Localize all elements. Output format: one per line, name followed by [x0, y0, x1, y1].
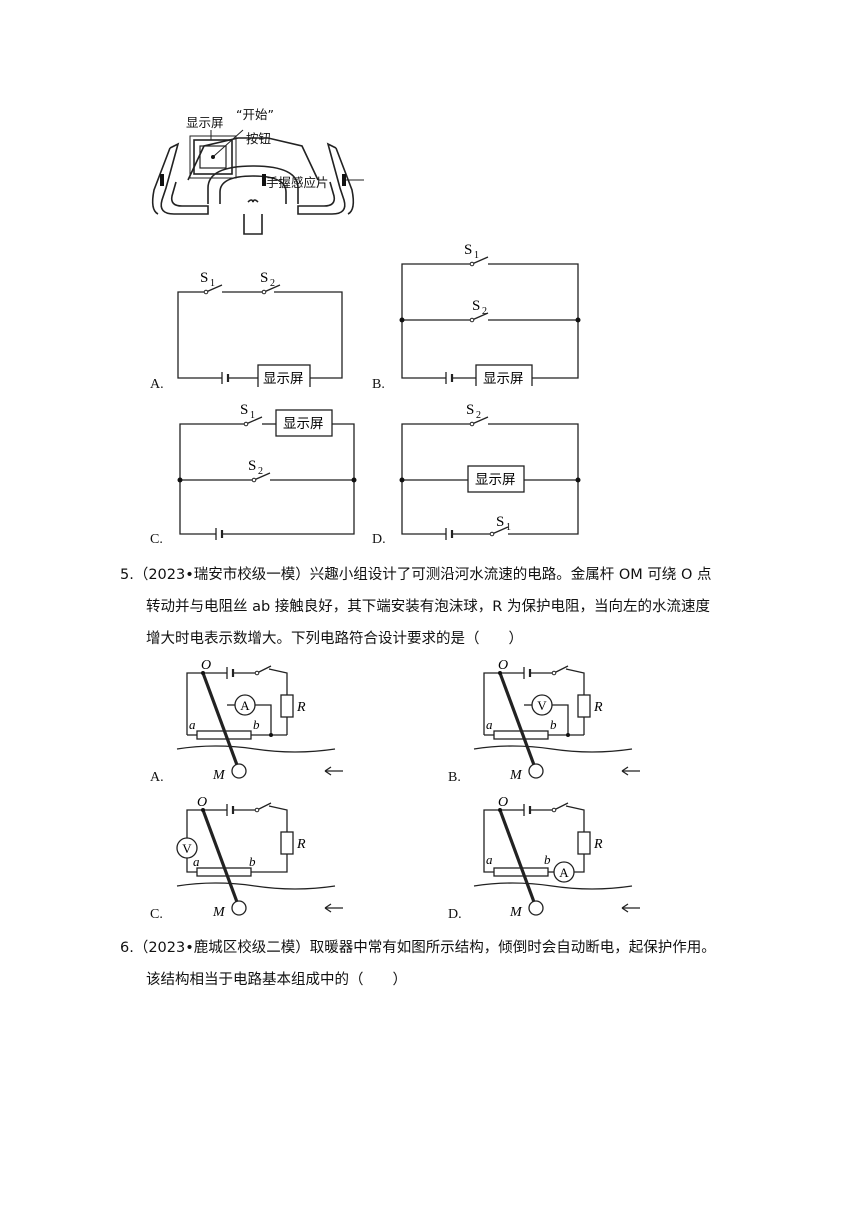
q5c-label-a: a [193, 854, 200, 869]
q5d-label-m: M [509, 905, 523, 920]
q5c-label-m: M [212, 905, 226, 920]
q4-option-a-circuit: S 1 S 2 显示屏 [170, 262, 350, 387]
grip-sensor-label: 手握感应片 [266, 175, 329, 190]
q5a-label-a: a [189, 717, 196, 732]
q5c-label-b: b [249, 854, 256, 869]
q4b-s1-sub: 1 [474, 250, 479, 261]
q5-option-c-letter[interactable]: C. [150, 907, 163, 922]
start-button-label-line1: “开始” [236, 107, 274, 122]
exercise-device-figure [148, 100, 368, 240]
question-5: 5.（2023•瑞安市校级一模）兴趣小组设计了可测沿河水流速的电路。金属杆 OM… [120, 559, 760, 655]
q5-option-a-letter[interactable]: A. [150, 770, 164, 785]
q4c-display-box: 显示屏 [283, 416, 324, 432]
q4b-s2-sub: 2 [482, 306, 487, 317]
q5a-label-b: b [253, 717, 260, 732]
q4d-s1-label: S [496, 514, 504, 530]
q4a-s1-label: S [200, 270, 208, 286]
q5b-label-b: b [550, 717, 557, 732]
q4-option-c-circuit: S 1 S 2 显示屏 [172, 398, 362, 543]
q5a-label-r: R [296, 700, 306, 715]
q5-line-1: 5.（2023•瑞安市校级一模）兴趣小组设计了可测沿河水流速的电路。金属杆 OM… [120, 567, 712, 583]
q4d-s2-label: S [466, 402, 474, 418]
q4-option-d-letter[interactable]: D. [372, 532, 386, 547]
q4c-s2-label: S [248, 458, 256, 474]
q5-option-b-letter[interactable]: B. [448, 770, 461, 785]
q5d-meter: A [559, 865, 569, 880]
q5c-label-r: R [296, 837, 306, 852]
q5d-label-a: a [486, 852, 493, 867]
q6-line-1: 6.（2023•鹿城区校级二模）取暖器中常有如图所示结构，倾倒时会自动断电，起保… [120, 940, 716, 956]
q5-option-b-circuit: V O M a b R [472, 655, 662, 785]
screen-label: 显示屏 [186, 115, 224, 130]
q4c-s1-sub: 1 [250, 410, 255, 421]
q5-line-3: 增大时电表示数增大。下列电路符合设计要求的是（ ） [146, 631, 523, 647]
q5b-label-a: a [486, 717, 493, 732]
q4-option-b-letter[interactable]: B. [372, 377, 385, 392]
q4a-s2-sub: 2 [270, 278, 275, 289]
q5c-label-o: O [197, 795, 207, 810]
q4-option-b-circuit: S 1 S 2 显示屏 [396, 238, 586, 386]
q5b-label-m: M [509, 768, 523, 783]
q5-line-2: 转动并与电阻丝 ab 接触良好，其下端安装有泡沫球，R 为保护电阻，当向左的水流… [146, 599, 710, 615]
q5-option-d-letter[interactable]: D. [448, 907, 462, 922]
q5b-label-o: O [498, 658, 508, 673]
q4c-s1-label: S [240, 402, 248, 418]
q5a-meter: A [240, 698, 250, 713]
q4a-s1-sub: 1 [210, 278, 215, 289]
q4-option-d-circuit: S 2 S 1 显示屏 [396, 398, 586, 543]
q5d-label-r: R [593, 837, 603, 852]
q5b-meter: V [537, 698, 547, 713]
q4a-display-box: 显示屏 [263, 371, 304, 387]
q5-option-d-circuit: A O M a b R [472, 792, 662, 922]
q5a-label-m: M [212, 768, 226, 783]
question-6: 6.（2023•鹿城区校级二模）取暖器中常有如图所示结构，倾倒时会自动断电，起保… [120, 932, 760, 996]
q5a-label-o: O [201, 658, 211, 673]
q4a-s2-label: S [260, 270, 268, 286]
q5d-label-b: b [544, 852, 551, 867]
q4c-s2-sub: 2 [258, 466, 263, 477]
q4d-s2-sub: 2 [476, 410, 481, 421]
q5-option-c-circuit: V O M a b R [175, 792, 365, 922]
q4b-s2-label: S [472, 298, 480, 314]
q5b-label-r: R [593, 700, 603, 715]
q4b-s1-label: S [464, 242, 472, 258]
q4b-display-box: 显示屏 [483, 371, 524, 386]
q4d-s1-sub: 1 [506, 522, 511, 533]
q5c-meter: V [182, 841, 192, 856]
q5d-label-o: O [498, 795, 508, 810]
start-button-label-line2: 按钮 [246, 131, 272, 146]
q4d-display-box: 显示屏 [475, 472, 516, 488]
q5-option-a-circuit: A O M a b R [175, 655, 365, 785]
q4-option-c-letter[interactable]: C. [150, 532, 163, 547]
q4-option-a-letter[interactable]: A. [150, 377, 164, 392]
q6-line-2: 该结构相当于电路基本组成中的（ ） [146, 972, 407, 988]
